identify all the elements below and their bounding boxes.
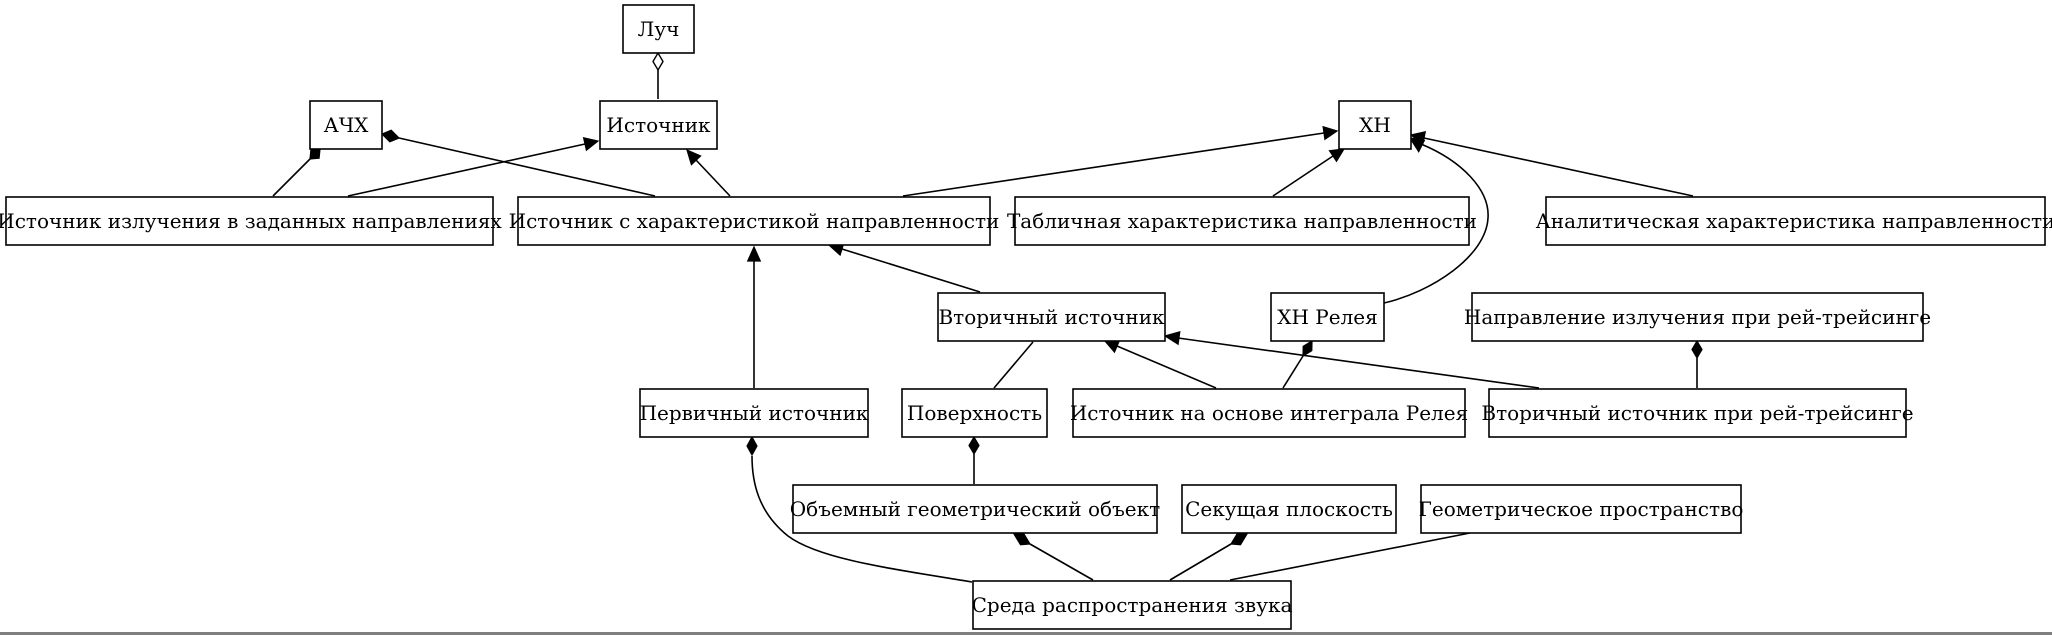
node-ray-dir: Направление излучения при рей-трейсинге [1464, 292, 1931, 342]
arrow-xn-1 [1322, 125, 1339, 141]
edge-analytic-to-xn [1423, 137, 1694, 197]
node-achx-label: АЧХ [324, 113, 370, 137]
diamond-achx-2 [380, 129, 401, 143]
node-xn-label: ХН [1359, 113, 1391, 137]
diamond-volume [1012, 532, 1032, 546]
bottom-border [0, 632, 2052, 635]
node-cut-plane-label: Секущая плоскость [1185, 497, 1393, 521]
edge-rayleighsrc-to-xnrayleigh [1282, 355, 1304, 389]
node-geo-space: Геометрическое пространство [1419, 484, 1744, 534]
diamond-raydir [1691, 339, 1703, 360]
node-xn-rayleigh-label: ХН Релея [1277, 305, 1378, 329]
edge-xnrayleigh-to-xn [1383, 143, 1489, 304]
node-volume-object-label: Объемный геометрический объект [790, 497, 1160, 521]
node-table-char-label: Табличная характеристика направленности [1007, 209, 1477, 233]
node-primary-source: Первичный источник [639, 388, 869, 438]
node-dir-emit-source: Источник излучения в заданных направлени… [0, 196, 502, 246]
open-diamond-ray [652, 51, 664, 72]
edge-dirchar-to-xn [902, 132, 1325, 197]
arrow-source-2 [686, 148, 702, 166]
node-source-label: Источник [606, 113, 711, 137]
diagram-nodes: Луч АЧХ Источник ХН Источник излучения в… [0, 4, 2052, 630]
diamond-achx-1 [309, 148, 321, 160]
diamond-xnrayleigh [1302, 339, 1313, 358]
node-ray-label: Луч [638, 17, 680, 41]
node-cut-plane: Секущая плоскость [1181, 484, 1397, 534]
node-source: Источник [599, 100, 718, 150]
arrow-xn-4 [1408, 137, 1426, 153]
edge-direm-to-achx [272, 158, 311, 197]
diagram-edges [272, 51, 1703, 583]
arrow-source-1 [582, 137, 600, 152]
node-volume-object: Объемный геометрический объект [790, 484, 1160, 534]
node-table-char: Табличная характеристика направленности [1007, 196, 1477, 246]
edge-dirchar-to-achx [398, 137, 656, 197]
node-surface-label: Поверхность [907, 401, 1042, 425]
node-surface: Поверхность [901, 388, 1048, 438]
edge-table-to-xn [1272, 155, 1334, 197]
node-secondary-source-label: Вторичный источник [938, 305, 1165, 329]
node-ray-secondary-label: Вторичный источник при рей-трейсинге [1481, 401, 1913, 425]
node-xn: ХН [1338, 100, 1412, 150]
node-ray: Луч [622, 4, 695, 54]
edge-medium-to-geospace [1229, 532, 1471, 581]
node-analytic-char-label: Аналитическая характеристика направленно… [1536, 209, 2052, 233]
node-achx: АЧХ [309, 100, 383, 150]
arrow-secondary-1 [1103, 339, 1121, 354]
edge-medium-to-primary [751, 455, 973, 583]
edge-medium-to-plane [1169, 543, 1232, 581]
edge-secondary-to-dirchar [841, 248, 981, 293]
node-rayleigh-source-label: Источник на основе интеграла Релея [1070, 401, 1468, 425]
diamond-primary [746, 435, 758, 457]
edge-rayleighsrc-to-secondary [1116, 345, 1217, 389]
arrow-secondary-2 [1163, 330, 1181, 346]
diamond-surface [968, 435, 980, 456]
node-primary-source-label: Первичный источник [640, 401, 869, 425]
node-dir-emit-source-label: Источник излучения в заданных направлени… [0, 209, 502, 233]
node-secondary-source: Вторичный источник [937, 292, 1166, 342]
arrow-dirchar-2 [746, 245, 762, 262]
edge-surface-to-secondary [993, 341, 1034, 389]
edge-medium-to-volume [1029, 543, 1094, 581]
node-medium-label: Среда распространения звука [972, 593, 1293, 617]
node-ray-secondary: Вторичный источник при рей-трейсинге [1481, 388, 1914, 438]
edge-direm-to-source [347, 143, 586, 197]
arrow-xn-2 [1328, 148, 1346, 163]
node-geo-space-label: Геометрическое пространство [1419, 497, 1744, 521]
node-dir-char-source-label: Источник с характеристикой направленност… [509, 209, 1000, 233]
node-medium: Среда распространения звука [972, 580, 1293, 630]
node-xn-rayleigh: ХН Релея [1270, 292, 1385, 342]
diamond-plane [1229, 532, 1249, 546]
node-rayleigh-source: Источник на основе интеграла Релея [1070, 388, 1468, 438]
edge-raysecondary-to-secondary [1177, 337, 1540, 389]
node-analytic-char: Аналитическая характеристика направленно… [1536, 196, 2052, 246]
edge-dirchar-to-source [695, 159, 731, 197]
node-dir-char-source: Источник с характеристикой направленност… [509, 196, 1000, 246]
node-ray-dir-label: Направление излучения при рей-трейсинге [1464, 305, 1931, 329]
